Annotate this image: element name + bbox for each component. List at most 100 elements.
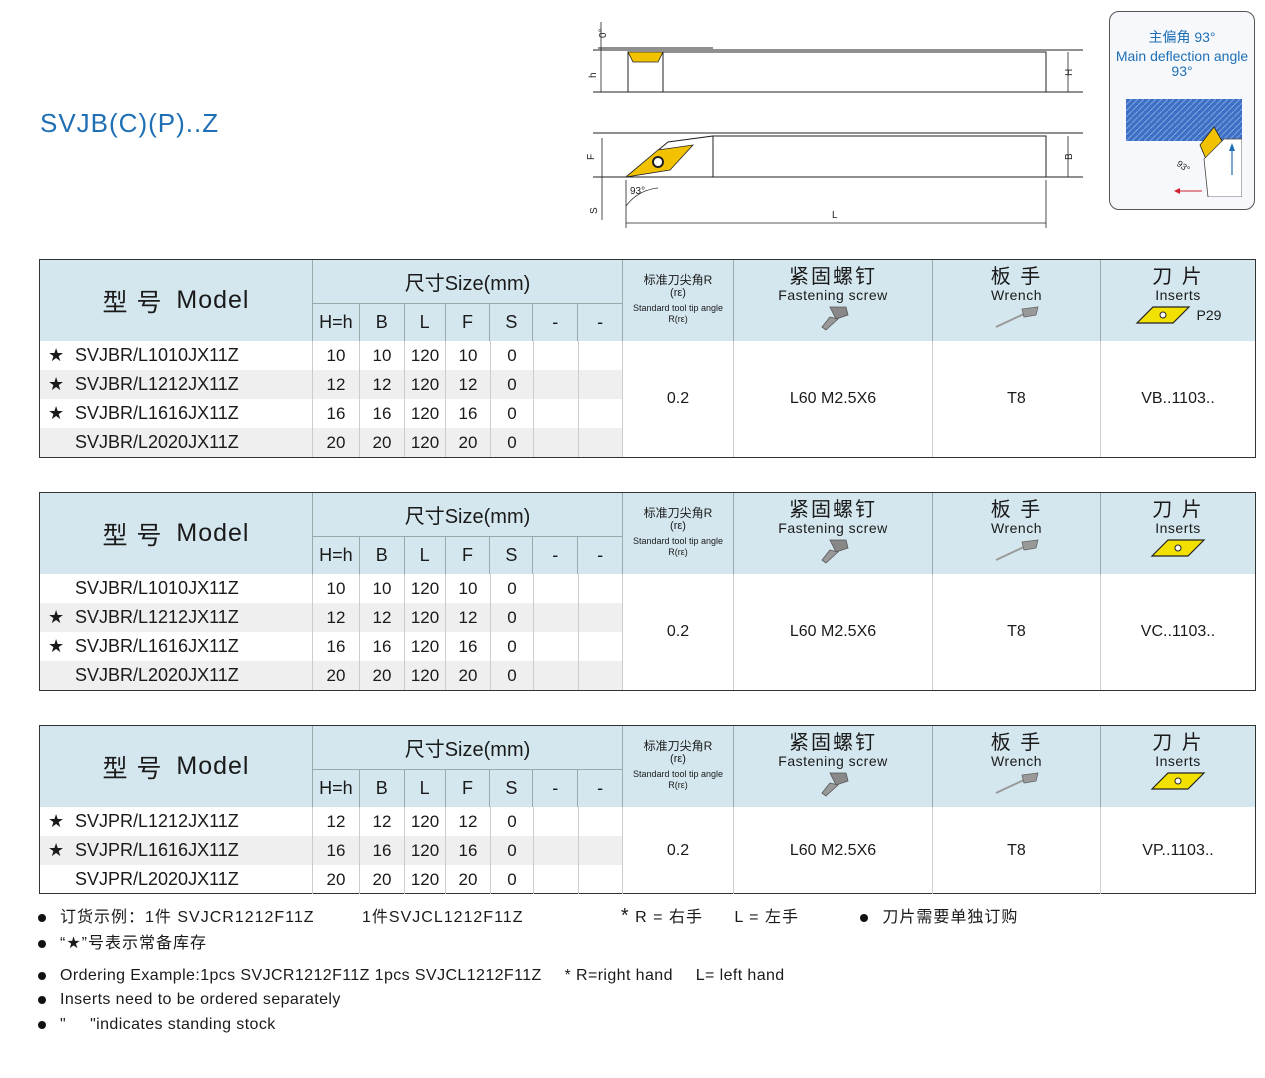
- wrench-header-zh: 板 手: [990, 499, 1043, 521]
- dim-B-label: B: [1064, 153, 1075, 160]
- table-row: ★SVJPR/L1616JX11Z 16 16 120 16 0: [40, 836, 623, 865]
- cell-H: 12: [313, 807, 360, 836]
- model-code: SVJBR/L1212JX11Z: [75, 607, 239, 627]
- wrench-header-en: Wrench: [991, 753, 1042, 769]
- col-L: L: [405, 304, 446, 341]
- model-header: 型 号 Model: [40, 726, 313, 807]
- screw-header-en: Fastening screw: [778, 753, 888, 769]
- size-header-title: 尺寸Size(mm): [313, 493, 622, 537]
- model-code: SVJBR/L1616JX11Z: [75, 636, 239, 656]
- cell-L: 120: [405, 632, 446, 661]
- cell-blank: [579, 341, 623, 370]
- cell-H: 10: [313, 341, 360, 370]
- deflection-angle-en: Main deflection angle 93°: [1115, 48, 1249, 79]
- cell-H: 10: [313, 574, 360, 603]
- col-S: S: [490, 304, 534, 341]
- cell-F: 16: [446, 632, 491, 661]
- table-row: ★SVJBR/L1616JX11Z 16 16 120 16 0: [40, 632, 623, 661]
- model-header-zh: 型 号: [102, 754, 163, 783]
- dim-H-label: H: [1064, 69, 1075, 76]
- spec-table-svjb: 型 号 Model 尺寸Size(mm) H=h B L F S - - 标准刀…: [39, 259, 1256, 458]
- model-header-zh: 型 号: [102, 521, 163, 550]
- cell-B: 16: [360, 399, 405, 428]
- cell-blank: [534, 428, 579, 457]
- insert-header-en: Inserts: [1155, 520, 1201, 536]
- col-blank-1: -: [533, 537, 579, 574]
- cell-blank: [579, 603, 623, 632]
- cell-L: 120: [405, 399, 446, 428]
- screw-header: 紧固螺钉 Fastening screw: [734, 726, 933, 807]
- table-header: 型 号 Model 尺寸Size(mm) H=h B L F S - - 标准刀…: [40, 493, 1255, 574]
- table-row: ★SVJBR/L1616JX11Z 16 16 120 16 0: [40, 399, 623, 428]
- deflection-angle-panel: 主偏角 93° Main deflection angle 93° 93°: [1109, 11, 1255, 210]
- cell-blank: [534, 399, 579, 428]
- table-row: ★SVJBR/L1212JX11Z 12 12 120 12 0: [40, 603, 623, 632]
- screw-icon: [821, 539, 849, 564]
- col-F: F: [446, 770, 491, 807]
- dim-S-label: S: [589, 207, 600, 214]
- cell-S: 0: [491, 603, 534, 632]
- cell-H: 16: [313, 399, 360, 428]
- cell-blank: [579, 865, 623, 894]
- cell-S: 0: [491, 574, 534, 603]
- screw-header-zh: 紧固螺钉: [789, 266, 877, 288]
- cell-B: 20: [360, 661, 405, 690]
- col-S: S: [490, 770, 534, 807]
- cell-L: 120: [405, 603, 446, 632]
- spec-table-svjp: 型 号 Model 尺寸Size(mm) H=h B L F S - - 标准刀…: [39, 725, 1256, 894]
- left-hand-en: L= left hand: [695, 967, 785, 984]
- table-row: SVJBR/L2020JX11Z 20 20 120 20 0: [40, 428, 623, 457]
- model-code: SVJBR/L2020JX11Z: [75, 432, 239, 452]
- cell-blank: [579, 632, 623, 661]
- cell-F: 16: [446, 399, 491, 428]
- col-blank-2: -: [597, 312, 604, 332]
- cell-blank: [579, 836, 623, 865]
- cell-B: 16: [360, 632, 405, 661]
- cell-H: 20: [313, 428, 360, 457]
- wrench-header: 板 手 Wrench: [933, 260, 1101, 341]
- insert-header-zh: 刀 片: [1152, 732, 1204, 754]
- model-code: SVJPR/L1616JX11Z: [75, 840, 239, 860]
- dim-zero-angle-label: 0°: [598, 28, 609, 38]
- cell-blank: [534, 661, 579, 690]
- cell-H: 16: [313, 632, 360, 661]
- col-B: B: [360, 770, 405, 807]
- size-header: 尺寸Size(mm) H=h B L F S - -: [313, 726, 623, 807]
- col-L: L: [405, 770, 446, 807]
- cell-F: 10: [446, 574, 491, 603]
- cell-H: 12: [313, 603, 360, 632]
- cell-H: 12: [313, 370, 360, 399]
- cell-blank: [579, 574, 623, 603]
- cell-L: 120: [405, 836, 446, 865]
- cell-blank: [534, 574, 579, 603]
- deflection-angle-diagram: 93°: [1126, 99, 1242, 197]
- col-B: B: [360, 304, 405, 341]
- screw-header-zh: 紧固螺钉: [789, 499, 877, 521]
- wrench-icon: [995, 539, 1039, 561]
- cell-S: 0: [491, 807, 534, 836]
- model-code: SVJBR/L1616JX11Z: [75, 403, 239, 423]
- bullet-icon: [38, 971, 46, 980]
- cell-F: 12: [446, 370, 491, 399]
- cell-H: 20: [313, 661, 360, 690]
- table-row: SVJBR/L1010JX11Z 10 10 120 10 0: [40, 574, 623, 603]
- cell-B: 20: [360, 865, 405, 894]
- cell-S: 0: [491, 370, 534, 399]
- cell-L: 120: [405, 865, 446, 894]
- wrench-header: 板 手 Wrench: [933, 726, 1101, 807]
- cell-blank: [534, 370, 579, 399]
- dim-L-label: L: [832, 210, 838, 221]
- dim-h-label: h: [588, 72, 599, 78]
- cell-B: 20: [360, 428, 405, 457]
- cell-F: 12: [446, 603, 491, 632]
- screw-header: 紧固螺钉 Fastening screw: [734, 260, 933, 341]
- screw-value: L60 M2.5X6: [734, 807, 933, 894]
- col-F: F: [446, 537, 491, 574]
- cell-S: 0: [491, 632, 534, 661]
- screw-header-en: Fastening screw: [778, 287, 888, 303]
- cell-blank: [579, 661, 623, 690]
- order-example-en: Ordering Example:1pcs SVJCR1212F11Z 1pcs…: [60, 967, 542, 984]
- right-hand-zh: R = 右手: [635, 909, 703, 926]
- tip-value: 0.2: [623, 341, 734, 457]
- cell-L: 120: [405, 370, 446, 399]
